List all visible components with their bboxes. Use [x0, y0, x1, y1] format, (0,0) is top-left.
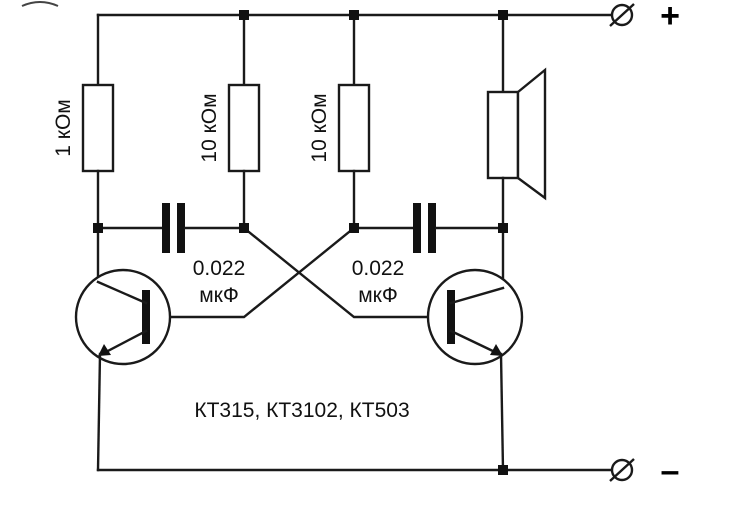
resistor-2-label: 10 кОм — [198, 93, 221, 162]
capacitor-1-value: 0.022 — [193, 257, 246, 280]
npn-transistor-right — [426, 268, 524, 366]
npn-transistor-left — [74, 268, 172, 366]
capacitor-1-unit: мкФ — [199, 284, 239, 307]
speaker-icon — [486, 67, 547, 201]
corner-artifact — [21, 1, 59, 7]
cross-wire-to-right-base — [242, 226, 453, 319]
negative-sign: – — [661, 452, 680, 490]
resistor-2 — [227, 83, 261, 173]
positive-sign: + — [660, 0, 680, 35]
wire-left-emitter — [96, 352, 102, 472]
capacitor-2-unit: мкФ — [358, 284, 398, 307]
wire-right-emitter — [499, 352, 505, 472]
junction-dots — [93, 10, 508, 475]
resistor-1 — [81, 83, 115, 173]
resistor-3-label: 10 кОм — [308, 93, 331, 162]
capacitor-2 — [413, 203, 436, 253]
resistor-3 — [337, 83, 371, 173]
capacitor-2-value: 0.022 — [352, 257, 405, 280]
terminal-negative-icon — [609, 458, 635, 482]
cross-wire-to-left-base — [144, 226, 356, 319]
transistors-label: КТ315, КТ3102, КТ503 — [194, 399, 409, 422]
terminal-positive-icon — [609, 3, 635, 27]
capacitor-1 — [162, 203, 185, 253]
resistor-1-label: 1 кОм — [52, 99, 75, 156]
